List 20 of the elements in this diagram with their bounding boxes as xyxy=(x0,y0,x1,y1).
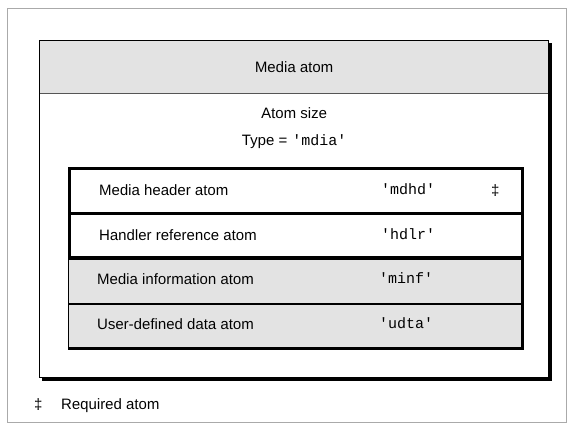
atom-name: User-defined data atom xyxy=(97,316,254,334)
atom-size-text: Atom size xyxy=(260,105,328,123)
child-atom-row xyxy=(68,259,524,304)
atom-type-code: 'hdlr' xyxy=(381,226,436,244)
legend-note: Required atom xyxy=(61,396,160,414)
atom-name: Media header atom xyxy=(99,182,228,200)
required-mark: ‡ xyxy=(491,182,500,200)
atom-type-code: 'minf' xyxy=(379,270,434,288)
atom-type-code: 'mdhd' xyxy=(381,182,436,200)
child-atom-row xyxy=(68,167,524,215)
atom-title: Media atom xyxy=(40,41,548,94)
required-mark: ‡ xyxy=(34,396,42,414)
type-label: Type = xyxy=(242,132,288,149)
atom-container-box xyxy=(39,40,549,378)
child-atom-row xyxy=(68,212,524,259)
atom-name: Media information atom xyxy=(97,270,254,288)
type-code: 'mdia' xyxy=(292,133,346,150)
atom-name: Handler reference atom xyxy=(99,226,257,244)
child-atom-row xyxy=(68,304,524,350)
atom-type-code: 'udta' xyxy=(379,316,434,334)
